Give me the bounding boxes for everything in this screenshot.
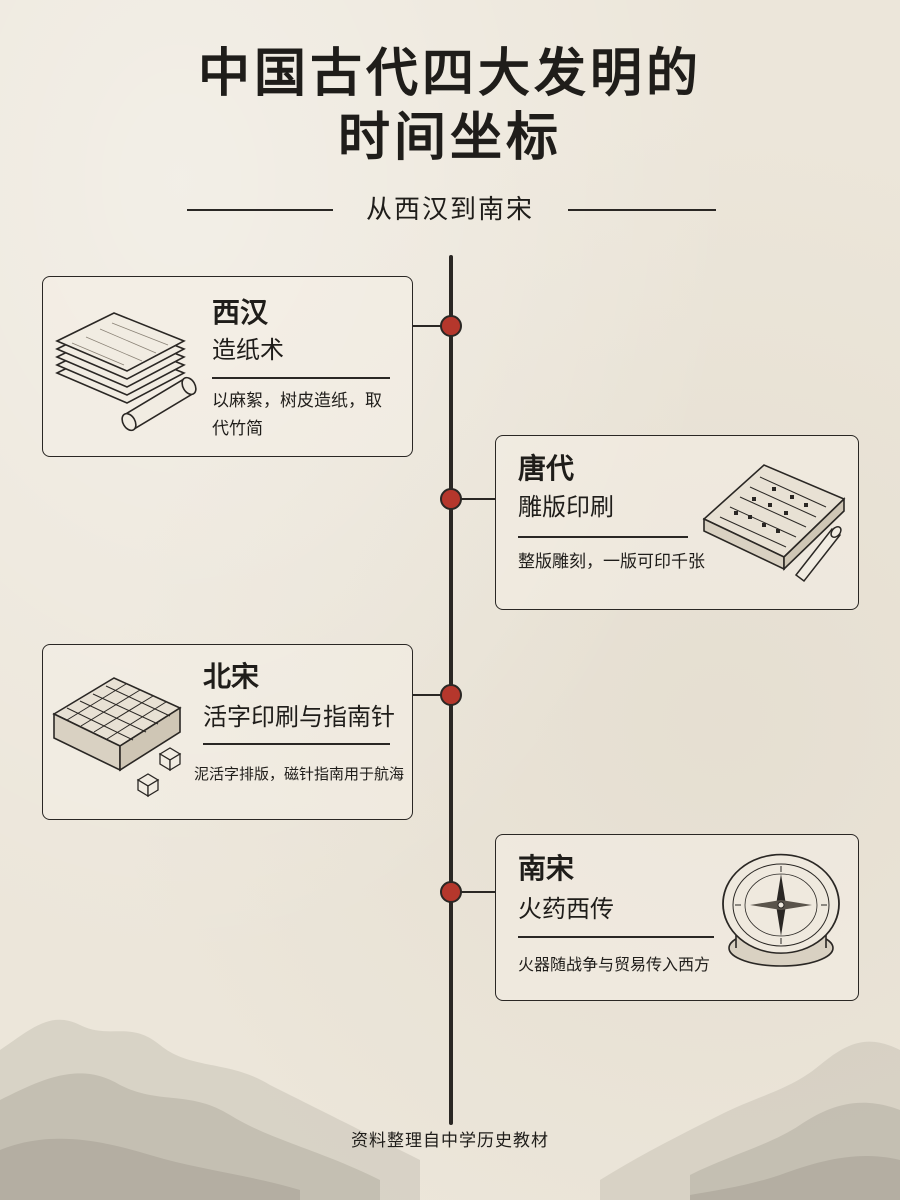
event-description-beisong: 泥活字排版，磁针指南用于航海	[194, 765, 405, 783]
event-era-tang: 唐代	[518, 452, 575, 485]
timeline-node-tang	[440, 488, 462, 510]
connector-tang	[452, 498, 495, 500]
connector-xihan	[413, 325, 450, 327]
subtitle-rule-left	[187, 209, 333, 211]
paper-stack-icon	[55, 312, 197, 432]
card-rule-tang	[518, 536, 688, 538]
page-title: 中国古代四大发明的 时间坐标	[0, 42, 900, 170]
timeline-node-nansong	[440, 881, 462, 903]
footer-source: 资料整理自中学历史教材	[351, 1131, 549, 1151]
event-invention-beisong: 活字印刷与指南针	[203, 703, 395, 731]
event-era-xihan: 西汉	[212, 296, 269, 329]
timeline-node-beisong	[440, 684, 462, 706]
event-description-xihan: 以麻絮，树皮造纸，取代竹简	[212, 391, 382, 439]
subtitle: 从西汉到南宋	[365, 195, 534, 225]
subtitle-row: 从西汉到南宋	[0, 190, 900, 230]
card-rule-xihan	[212, 377, 390, 379]
event-invention-nansong: 火药西传	[518, 895, 614, 923]
movable-type-icon	[52, 677, 182, 798]
connector-beisong	[413, 694, 450, 696]
subtitle-rule-right	[568, 209, 716, 211]
title-line-2: 时间坐标	[337, 107, 562, 168]
event-era-nansong: 南宋	[518, 852, 575, 885]
mountain-landscape	[0, 1019, 900, 1200]
event-invention-tang: 雕版印刷	[518, 493, 614, 521]
card-rule-beisong	[203, 743, 390, 745]
event-era-beisong: 北宋	[203, 660, 260, 693]
compass-icon	[722, 853, 840, 967]
timeline-node-xihan	[440, 315, 462, 337]
card-rule-nansong	[518, 936, 714, 938]
event-description-nansong: 火器随战争与贸易传入西方	[518, 955, 711, 974]
woodblock-icon	[702, 464, 846, 583]
event-description-tang: 整版雕刻，一版可印千张	[518, 552, 705, 572]
title-line-1: 中国古代四大发明的	[197, 43, 702, 104]
event-invention-xihan: 造纸术	[212, 336, 284, 364]
connector-nansong	[452, 891, 495, 893]
